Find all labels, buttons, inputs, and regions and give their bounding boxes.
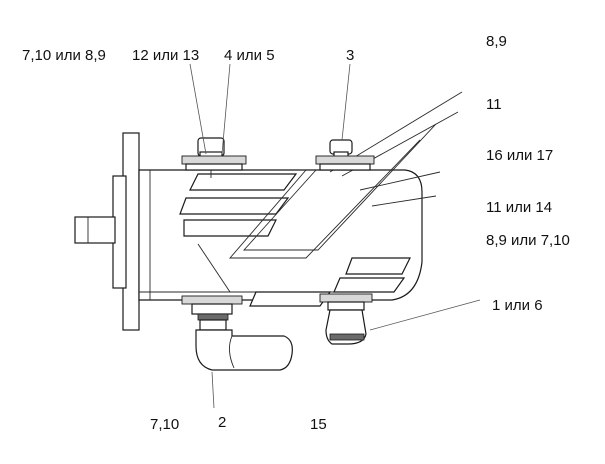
drive-shaft [74, 216, 116, 244]
leader-lines [189, 63, 481, 409]
callout-right-1: 8,9 [486, 33, 507, 50]
top-left-fitting [181, 137, 247, 178]
top-right-fitting [315, 139, 375, 171]
callout-right-4: 11 или 14 [486, 199, 553, 216]
callout-top-1: 7,10 или 8,9 [22, 47, 106, 64]
callout-right-5: 8,9 или 7,10 [486, 232, 570, 249]
bottom-right-fitting [319, 293, 373, 345]
callout-bottom-1: 7,10 [150, 416, 180, 433]
callout-top-4: 3 [346, 47, 355, 64]
callout-right-6: 1 или 6 [492, 297, 543, 314]
callout-bottom-2: 2 [218, 414, 227, 431]
callout-top-3: 4 или 5 [224, 47, 275, 64]
bottom-left-fitting [181, 295, 293, 371]
callout-top-2: 12 или 13 [132, 47, 200, 64]
housing-chevron-graphic [179, 91, 463, 307]
callout-right-3: 16 или 17 [486, 147, 554, 164]
callout-right-2: 11 [486, 96, 502, 113]
callout-bottom-3: 15 [310, 416, 327, 433]
bottom-pipe [195, 329, 293, 371]
